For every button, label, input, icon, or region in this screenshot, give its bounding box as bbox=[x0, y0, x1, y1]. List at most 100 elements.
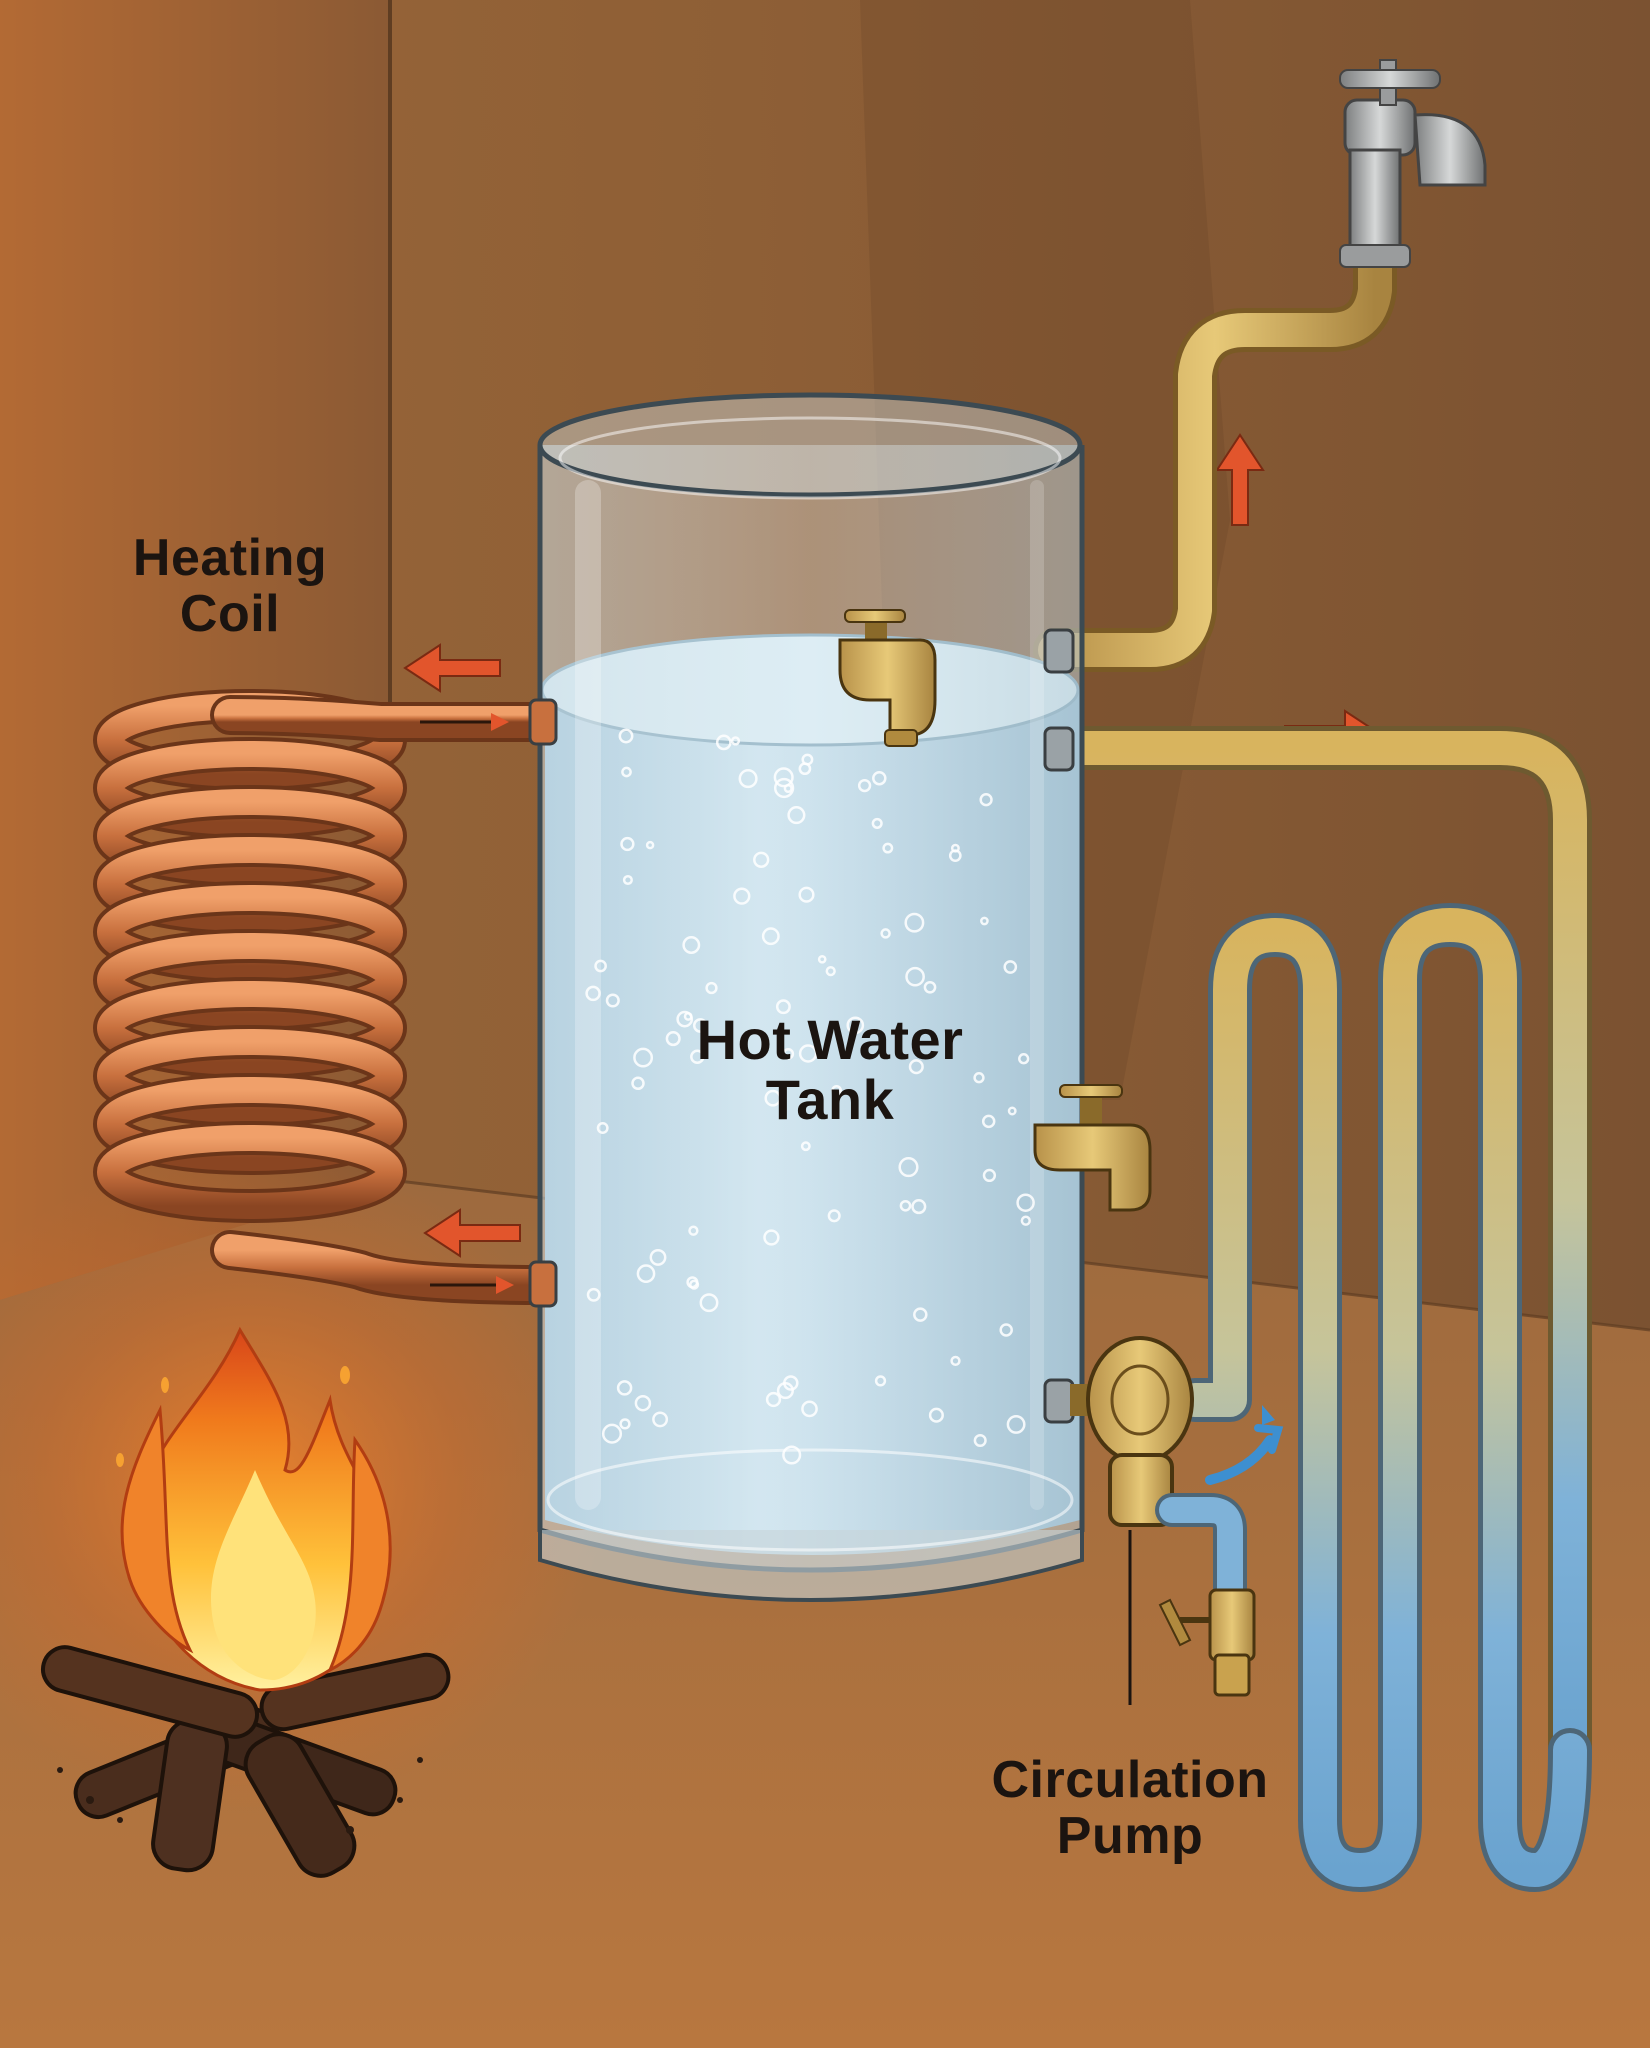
bubble bbox=[831, 1084, 842, 1096]
embers bbox=[57, 1757, 423, 1834]
bubbles bbox=[585, 728, 1035, 1465]
bubble bbox=[905, 966, 925, 987]
bubble bbox=[633, 1047, 654, 1068]
bubble bbox=[688, 1225, 699, 1236]
fitting-lower bbox=[1043, 1378, 1075, 1424]
bubble bbox=[798, 1044, 818, 1063]
bubble bbox=[665, 1031, 681, 1047]
bubble bbox=[618, 728, 634, 744]
bubble bbox=[715, 734, 732, 751]
bubble bbox=[1007, 1106, 1017, 1116]
bubble bbox=[899, 1199, 912, 1212]
bubble bbox=[585, 985, 601, 1002]
bubble bbox=[800, 1141, 811, 1152]
bubble bbox=[775, 999, 791, 1015]
bubble bbox=[817, 954, 827, 964]
bubble bbox=[692, 1018, 708, 1033]
bubble bbox=[645, 840, 655, 850]
bubble bbox=[874, 1375, 887, 1387]
bubble bbox=[622, 874, 633, 886]
bubble bbox=[596, 1122, 609, 1134]
bubble bbox=[753, 851, 770, 868]
arrow-up bbox=[1215, 433, 1265, 526]
bubble bbox=[882, 842, 894, 854]
bubble bbox=[1020, 1215, 1031, 1226]
outlet-pipe bbox=[1033, 228, 1397, 672]
bubble bbox=[979, 793, 993, 807]
fitting-coil-top bbox=[528, 698, 558, 746]
bubble bbox=[798, 886, 815, 903]
radiator-pipes bbox=[1173, 903, 1592, 1892]
coil-turn bbox=[97, 885, 403, 979]
fitting-coil-bottom bbox=[528, 1260, 558, 1308]
flames bbox=[120, 1326, 392, 1692]
heating-coil bbox=[93, 689, 565, 1305]
campfire-icon bbox=[40, 1326, 451, 1878]
coil-turn bbox=[97, 741, 403, 835]
coil-turn bbox=[97, 837, 403, 931]
bubble bbox=[872, 770, 887, 786]
bubble bbox=[1006, 1414, 1026, 1434]
bubble bbox=[601, 1423, 623, 1444]
bubble bbox=[1016, 1193, 1035, 1212]
hot-water-tank bbox=[537, 392, 1085, 1602]
bubble bbox=[904, 912, 925, 933]
hot-water-tank-label-line2: Tank bbox=[765, 1068, 895, 1132]
heating-coil-label-line2: Coil bbox=[179, 585, 281, 644]
bubble bbox=[981, 1114, 996, 1129]
bubble bbox=[676, 1010, 694, 1028]
coil-turn bbox=[97, 981, 403, 1075]
bubble bbox=[827, 1209, 841, 1223]
bubble bbox=[763, 1229, 780, 1246]
bubble bbox=[616, 1380, 633, 1396]
bubble bbox=[652, 1411, 669, 1428]
bubble bbox=[773, 777, 795, 799]
bubble bbox=[620, 836, 635, 852]
hot-water-tank-label: Hot Water Tank bbox=[640, 1009, 1020, 1132]
inner-faucet-icon bbox=[838, 609, 937, 747]
bubble bbox=[908, 1059, 924, 1075]
heating-coil-label: Heating Coil bbox=[130, 530, 330, 642]
bubble bbox=[798, 762, 812, 776]
heating-coil-label-line1: Heating bbox=[132, 529, 328, 587]
circulation-pump-icon bbox=[1070, 1336, 1247, 1607]
bubble bbox=[761, 927, 780, 946]
coil-turns bbox=[93, 689, 407, 1223]
bubble bbox=[631, 1076, 645, 1091]
bubble bbox=[846, 1016, 865, 1035]
bubble bbox=[982, 1168, 997, 1183]
arrow-left-top bbox=[403, 643, 501, 693]
circulation-pump-label: Circulation Pump bbox=[960, 1752, 1300, 1864]
bubble bbox=[705, 981, 718, 995]
coil-turn bbox=[97, 1029, 403, 1123]
bubble bbox=[682, 936, 701, 954]
bubble bbox=[730, 736, 741, 746]
bubble bbox=[999, 1323, 1013, 1337]
bubble bbox=[801, 1400, 818, 1418]
bubble bbox=[594, 959, 607, 973]
bubble bbox=[928, 1407, 944, 1423]
bubble bbox=[950, 1355, 961, 1367]
bubble bbox=[605, 993, 620, 1008]
bubble bbox=[733, 887, 751, 905]
bubble bbox=[913, 1307, 928, 1322]
circulation-pump-label-line2: Pump bbox=[1056, 1807, 1204, 1866]
bubble bbox=[586, 1287, 601, 1302]
bubble bbox=[980, 916, 989, 926]
bubble bbox=[636, 1264, 656, 1283]
coil-turn bbox=[97, 1125, 403, 1219]
bubble bbox=[880, 928, 891, 939]
bubble bbox=[621, 766, 632, 778]
bubble bbox=[871, 817, 883, 829]
return-pipe bbox=[1033, 726, 1592, 1772]
drain-valve-icon bbox=[1158, 1588, 1256, 1697]
circulation-pump-label-line1: Circulation bbox=[991, 1751, 1269, 1809]
bubble bbox=[923, 980, 937, 994]
bubble bbox=[773, 767, 794, 788]
bubble bbox=[776, 1382, 794, 1400]
bubble bbox=[619, 1418, 631, 1430]
side-faucet-icon bbox=[1033, 1084, 1152, 1212]
coil-turn bbox=[97, 1077, 403, 1171]
